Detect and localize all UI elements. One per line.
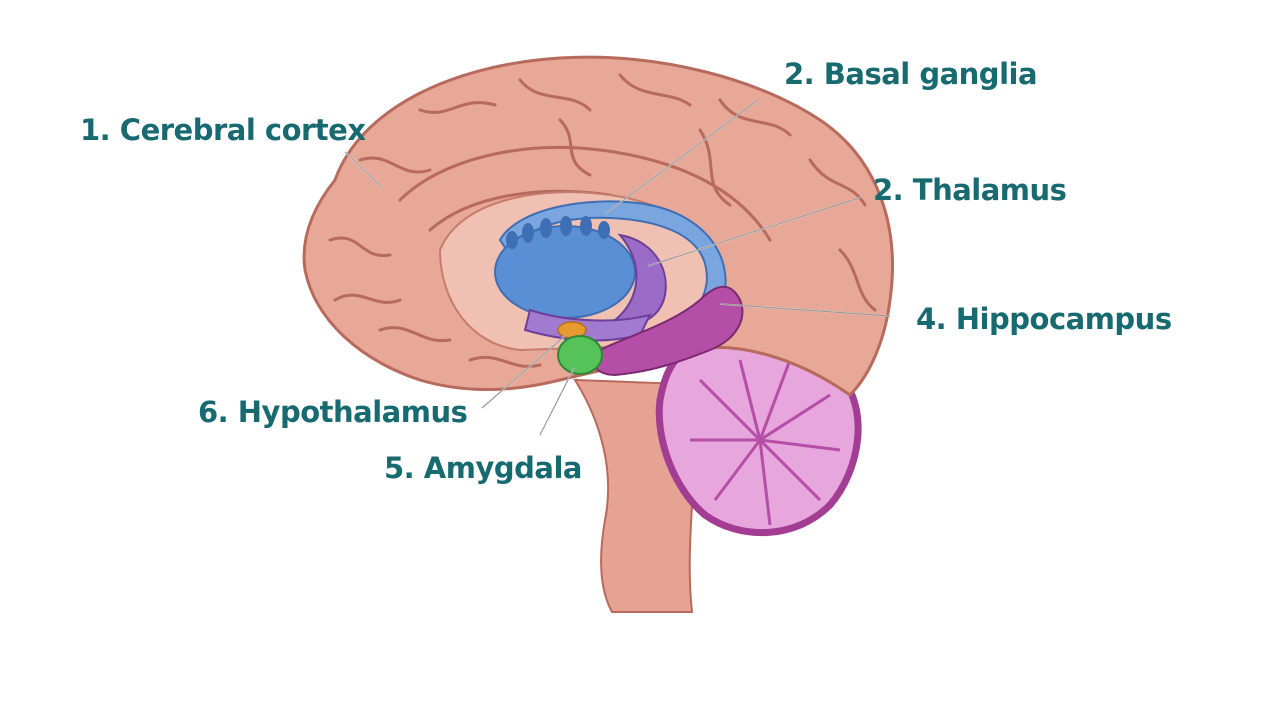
label-amygdala: 5. Amygdala [384, 454, 582, 483]
label-thalamus: 2. Thalamus [873, 176, 1066, 205]
label-hypothalamus: 6. Hypothalamus [198, 398, 467, 427]
label-hippocampus: 4. Hippocampus [916, 305, 1172, 334]
label-cerebral-cortex: 1. Cerebral cortex [80, 116, 366, 145]
label-basal-ganglia: 2. Basal ganglia [784, 60, 1037, 89]
amygdala-shape [558, 336, 602, 374]
